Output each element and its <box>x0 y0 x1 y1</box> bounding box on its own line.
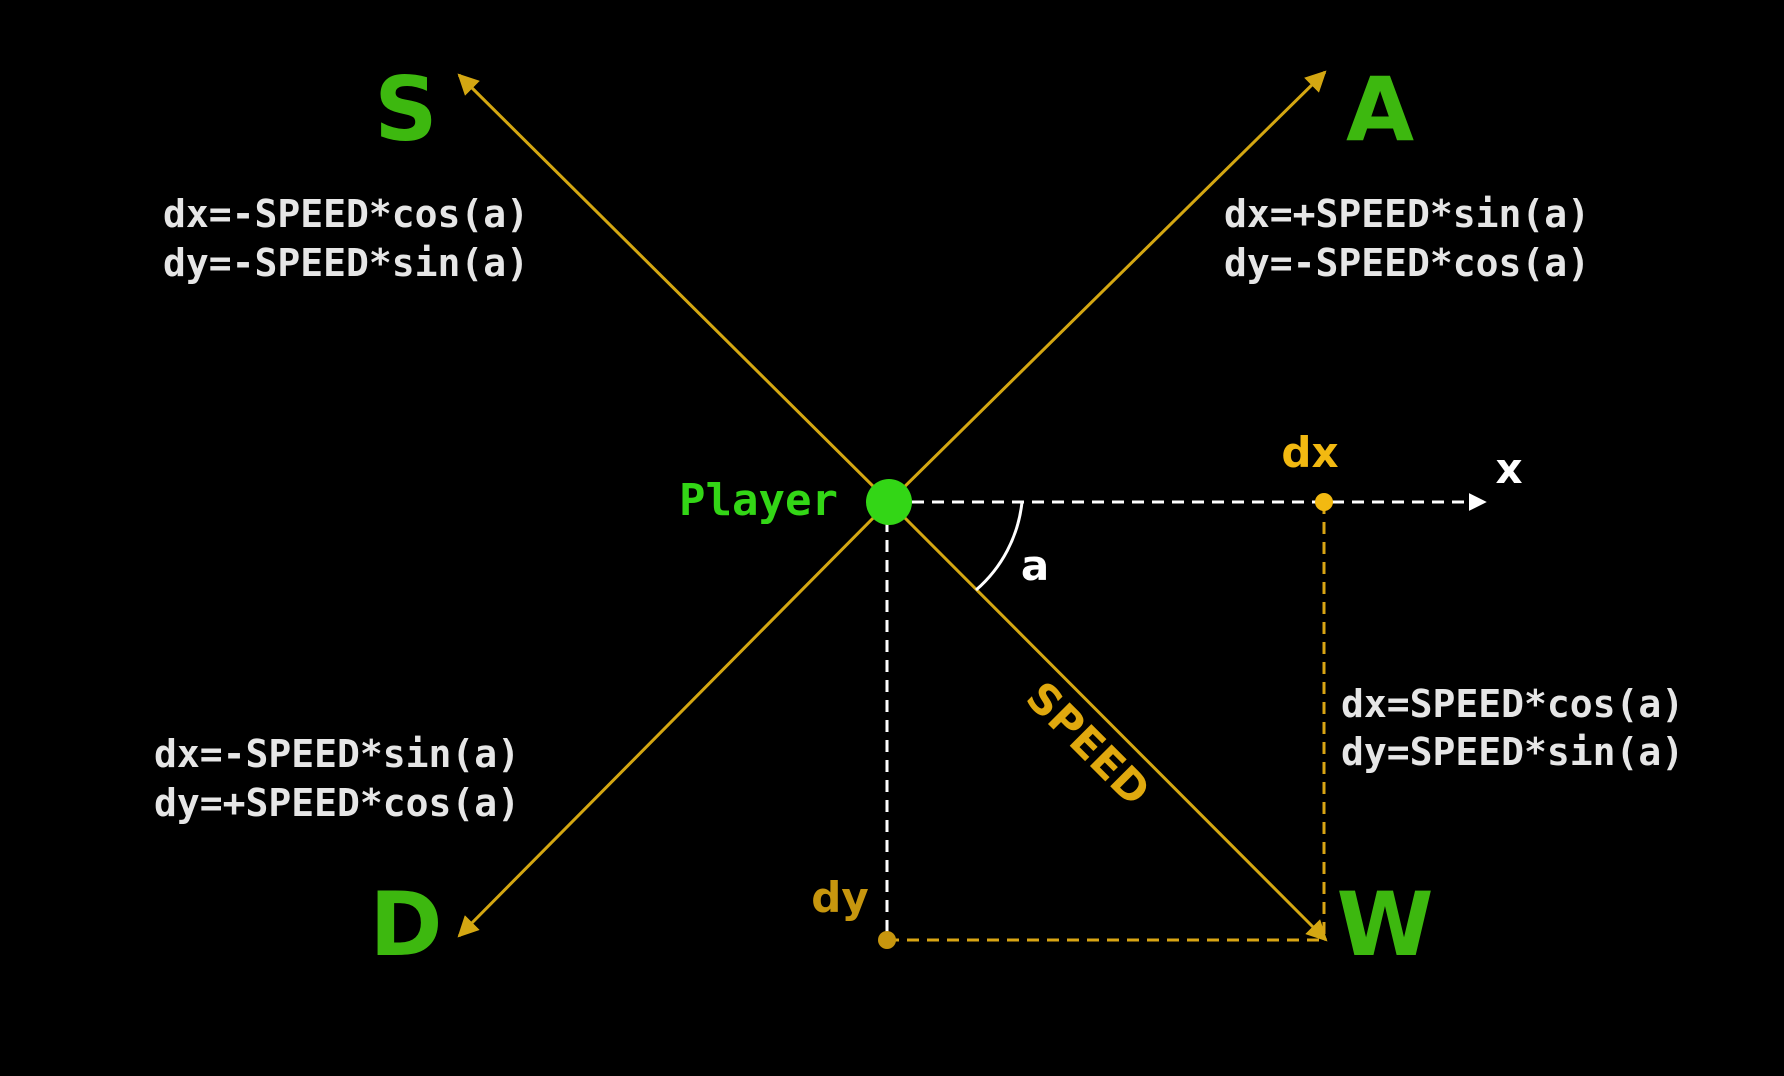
formula-w-dy: dy=SPEED*sin(a) <box>1341 730 1684 774</box>
formula-w-dx: dx=SPEED*cos(a) <box>1341 682 1684 726</box>
direction-label-a: A <box>1346 58 1414 161</box>
formula-d-dx: dx=-SPEED*sin(a) <box>154 732 520 776</box>
player-label: Player <box>679 475 838 526</box>
direction-label-d: D <box>369 873 442 976</box>
formula-s-dx: dx=-SPEED*cos(a) <box>163 192 529 236</box>
dy-label: dy <box>811 873 868 922</box>
direction-arrow-w <box>887 500 1328 942</box>
dy-marker-dot <box>878 931 896 949</box>
angle-arc <box>975 501 1024 592</box>
direction-label-s: S <box>374 58 437 161</box>
player-dot <box>866 479 912 525</box>
dx-label: dx <box>1281 428 1338 477</box>
direction-label-w: W <box>1336 873 1433 976</box>
direction-arrow-a <box>887 70 1327 504</box>
formula-a-dy: dy=-SPEED*cos(a) <box>1224 241 1590 285</box>
direction-arrow-s <box>457 73 891 504</box>
angle-label: a <box>1021 541 1049 590</box>
speed-label: SPEED <box>1017 672 1160 815</box>
direction-arrow-d <box>457 500 891 938</box>
formula-s-dy: dy=-SPEED*sin(a) <box>163 241 529 285</box>
formula-a-dx: dx=+SPEED*sin(a) <box>1224 192 1590 236</box>
x-axis-label: x <box>1495 444 1522 493</box>
formula-d-dy: dy=+SPEED*cos(a) <box>154 781 520 825</box>
dx-marker-dot <box>1315 493 1333 511</box>
